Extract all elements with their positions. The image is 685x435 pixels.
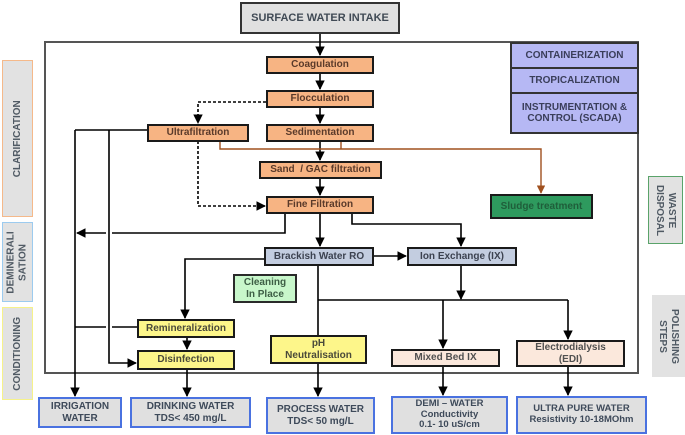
output-irrigation-water: IRRIGATION WATER — [38, 397, 122, 428]
fine-filtration-step: Fine Filtration — [266, 196, 374, 214]
fine-filtration-label: Fine Filtration — [286, 199, 354, 211]
sand-gac-filtration-step: Sand / GAC filtration — [259, 161, 382, 179]
output-irrigation-label: IRRIGATION WATER — [50, 401, 110, 424]
remineralization-label: Remineralization — [145, 322, 227, 334]
ultrafiltration-step: Ultrafiltration — [147, 124, 249, 142]
stage-label-clarification: CLARIFICATION — [2, 60, 33, 217]
cleaning-in-place-label: Cleaning In Place — [243, 277, 287, 300]
output-demi-water: DEMI – WATER Conductivity 0.1- 10 uS/cm — [391, 396, 508, 434]
feature-instrumentation-label: INSTRUMENTATION & CONTROL (SCADA) — [521, 101, 628, 125]
output-process-label: PROCESS WATER TDS< 50 mg/L — [276, 404, 365, 427]
sludge-treatment-step: Sludge treatment — [490, 194, 593, 219]
edi-step: Electrodialysis (EDI) — [516, 340, 625, 367]
output-ultra-pure-water: ULTRA PURE WATER Resistivity 10-18MOhm — [516, 396, 647, 434]
sedimentation-label: Sedimentation — [285, 127, 355, 139]
disinfection-label: Disinfection — [157, 354, 215, 366]
ph-neutralisation-step: pH Neutralisation — [270, 335, 367, 364]
brackish-water-ro-step: Brackish Water RO — [264, 247, 374, 266]
ion-exchange-label: Ion Exchange (IX) — [420, 250, 504, 262]
coagulation-step: Coagulation — [266, 56, 374, 74]
output-process-water: PROCESS WATER TDS< 50 mg/L — [266, 397, 375, 434]
cleaning-in-place: Cleaning In Place — [233, 274, 297, 303]
link-flocculation-ultrafiltration — [193, 101, 266, 124]
sludge-treatment-label: Sludge treatment — [500, 200, 583, 212]
feature-containerization: CONTAINERIZATION — [510, 42, 639, 69]
flocculation-label: Flocculation — [290, 93, 350, 105]
stage-label-polishing: POLISHING STEPS — [652, 295, 685, 377]
output-drinking-label: DRINKING WATER TDS< 450 mg/L — [146, 401, 235, 424]
output-ultrapure-label: ULTRA PURE WATER Resistivity 10-18MOhm — [529, 403, 634, 425]
sedimentation-step: Sedimentation — [266, 124, 374, 142]
stage-label-conditioning: CONDITIONING — [2, 307, 33, 400]
feature-instrumentation-control: INSTRUMENTATION & CONTROL (SCADA) — [510, 92, 639, 134]
link-ultrafiltration-fine — [197, 141, 266, 211]
link-uf-disinfection — [108, 130, 137, 368]
coagulation-label: Coagulation — [291, 59, 349, 71]
surface-water-intake: SURFACE WATER INTAKE — [240, 2, 400, 34]
output-demi-label: DEMI – WATER Conductivity 0.1- 10 uS/cm — [415, 398, 484, 431]
link-sludge — [219, 141, 546, 194]
brackish-water-ro-label: Brackish Water RO — [273, 250, 365, 262]
stage-label-waste-disposal: WASTE DISPOSAL — [648, 176, 683, 244]
disinfection-step: Disinfection — [137, 350, 235, 370]
flocculation-step: Flocculation — [266, 90, 374, 108]
feature-tropicalization: TROPICALIZATION — [510, 67, 639, 94]
feature-containerization-label: CONTAINERIZATION — [525, 49, 624, 61]
remineralization-step: Remineralization — [137, 319, 235, 338]
mixed-bed-ix-label: Mixed Bed IX — [414, 352, 477, 364]
ultrafiltration-label: Ultrafiltration — [166, 127, 230, 139]
link-fine-ix — [351, 213, 466, 247]
plant-boundary — [44, 41, 639, 374]
link-ro-remineralization — [180, 258, 264, 319]
link-fine-irrigation — [112, 213, 286, 234]
sand-gac-label: Sand / GAC filtration — [270, 164, 371, 176]
ph-neutralisation-label: pH Neutralisation — [285, 338, 352, 361]
feature-tropicalization-label: TROPICALIZATION — [529, 74, 620, 86]
mixed-bed-ix-step: Mixed Bed IX — [391, 349, 500, 367]
surface-water-intake-label: SURFACE WATER INTAKE — [251, 11, 389, 24]
edi-label: Electrodialysis (EDI) — [535, 342, 606, 365]
ion-exchange-step: Ion Exchange (IX) — [407, 247, 517, 266]
stage-label-demineralisation: DEMINERALI SATION — [2, 222, 33, 302]
output-drinking-water: DRINKING WATER TDS< 450 mg/L — [130, 397, 251, 428]
